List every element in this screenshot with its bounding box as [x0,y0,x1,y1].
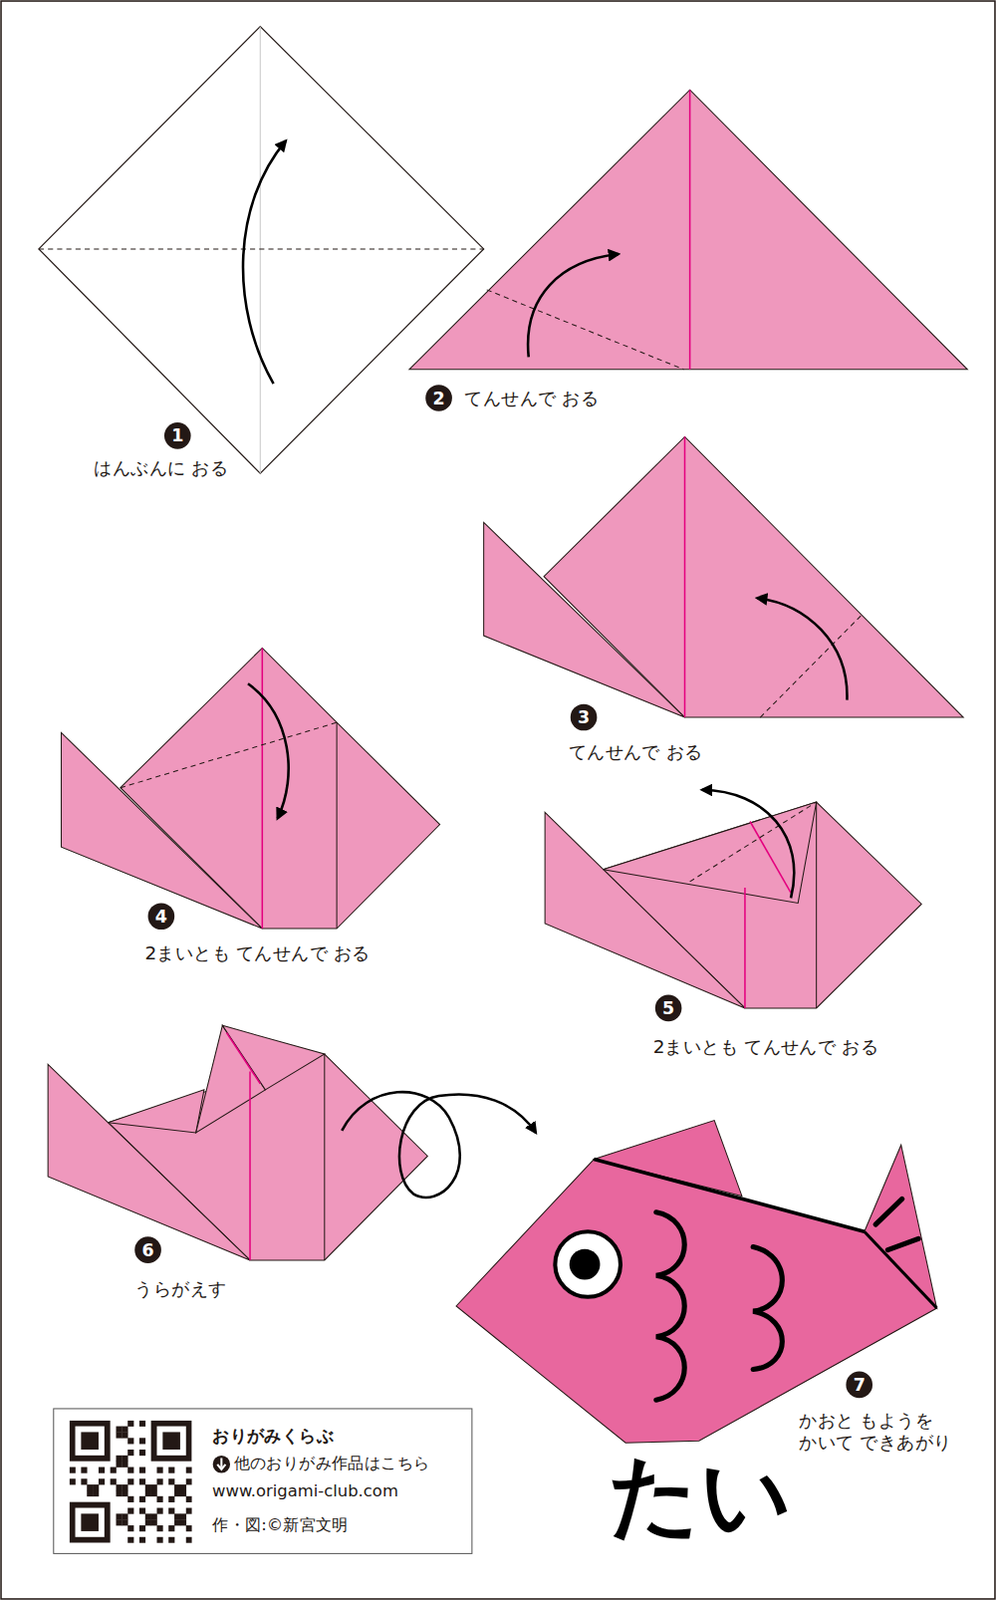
step2-figure [409,89,968,370]
credit-text: 他のおりがみ作品はこちら [234,1453,431,1474]
step-caption: 2まいとも てんせんで おる [653,1035,879,1058]
step6-figure [47,1024,536,1260]
step1-figure [38,26,485,475]
step-number: 5 [655,995,683,1022]
step-number: 1 [164,422,192,450]
credit-box: おりがみくらぶ他のおりがみ作品はこちら www.origami-club.com 作… [52,1407,473,1553]
step4-figure [60,647,440,929]
step-number-text: 7 [853,1375,866,1393]
step-number: 7 [845,1371,873,1399]
credit-text: www.origami-club.com [212,1480,399,1500]
step-caption: うらがえす [134,1276,227,1299]
credit-text: おりがみくらぶ [212,1425,334,1447]
step-number-text: 3 [577,708,590,726]
step-number-text: 4 [155,907,168,925]
step-caption: かおと もようを かいて できあがり [798,1408,990,1453]
step-number: 2 [425,384,453,412]
step-number: 4 [148,902,176,930]
qr-code [69,1420,193,1543]
step-number-text: 2 [433,389,446,407]
step-caption: てんせんで おる [464,386,599,409]
step-caption: 2まいとも てんせんで おる [144,941,370,964]
step-number: 3 [570,704,598,732]
finished-fish [456,1120,938,1444]
title: たい [608,1446,792,1545]
step-number-text: 5 [662,998,675,1016]
credit-text: 作・図:©新宮文明 [212,1514,349,1535]
step3-figure [484,436,965,718]
step-caption: てんせんで おる [568,741,704,763]
step-number: 6 [134,1236,162,1263]
step-caption: はんぶんに おる [93,457,229,480]
step-number-text: 1 [171,427,184,445]
step-number-text: 6 [141,1241,154,1258]
step5-figure [544,789,922,1008]
down-arrow-icon [212,1455,231,1474]
